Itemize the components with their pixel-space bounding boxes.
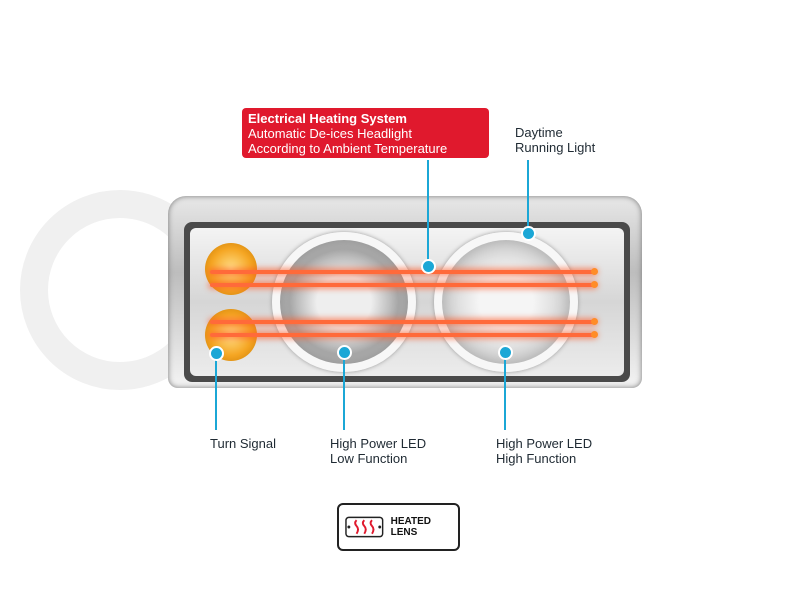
heating-wire bbox=[210, 270, 596, 274]
drl-line2: Running Light bbox=[515, 140, 596, 155]
heating-leader-line bbox=[427, 160, 429, 266]
heating-callout: Electrical Heating System Automatic De-i… bbox=[242, 108, 489, 158]
low-leader-line bbox=[343, 352, 345, 430]
drl-line1: Daytime bbox=[515, 125, 563, 140]
drl-marker bbox=[521, 226, 536, 241]
low-callout: High Power LED Low Function bbox=[330, 436, 426, 466]
turn-leader-line bbox=[215, 353, 217, 430]
heating-wire bbox=[210, 333, 596, 337]
turn-signal-upper bbox=[205, 243, 257, 295]
turn-line1: Turn Signal bbox=[210, 436, 276, 451]
turn-marker bbox=[209, 346, 224, 361]
heating-wire bbox=[210, 283, 596, 287]
heated-lens-label: HEATED LENS bbox=[390, 516, 431, 538]
turn-callout: Turn Signal bbox=[210, 436, 276, 451]
heating-line1: Automatic De-ices Headlight bbox=[248, 126, 413, 141]
heating-wire bbox=[210, 320, 596, 324]
high-marker bbox=[498, 345, 513, 360]
heating-terminal bbox=[591, 268, 598, 275]
low-marker bbox=[337, 345, 352, 360]
high-callout: High Power LED High Function bbox=[496, 436, 592, 466]
high-line2: High Function bbox=[496, 451, 577, 466]
heating-terminal bbox=[591, 331, 598, 338]
heating-line2: According to Ambient Temperature bbox=[248, 141, 448, 156]
high-line1: High Power LED bbox=[496, 436, 593, 451]
heating-title: Electrical Heating System bbox=[248, 111, 407, 126]
heated-lens-badge: HEATED LENS bbox=[337, 503, 460, 551]
drl-leader-line bbox=[527, 160, 529, 233]
heating-marker bbox=[421, 259, 436, 274]
heating-terminal bbox=[591, 318, 598, 325]
low-line2: Low Function bbox=[330, 451, 408, 466]
heating-terminal bbox=[591, 281, 598, 288]
low-line1: High Power LED bbox=[330, 436, 427, 451]
drl-callout: Daytime Running Light bbox=[515, 125, 595, 155]
high-leader-line bbox=[504, 352, 506, 430]
heated-lens-icon bbox=[345, 516, 384, 538]
